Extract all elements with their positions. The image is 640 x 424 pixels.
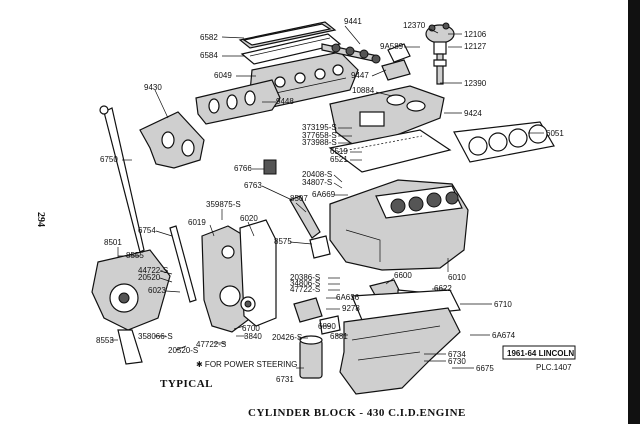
callout-6582: 6582 <box>200 33 218 42</box>
callout-6584: 6584 <box>200 51 218 60</box>
callout-44722-s: 44722-S <box>138 266 168 275</box>
callout-6049: 6049 <box>214 71 232 80</box>
callout-6890: 6890 <box>318 322 336 331</box>
callout-6010: 6010 <box>448 273 466 282</box>
water-pump-part <box>91 249 171 365</box>
model-box-label: 1961-64 LINCOLN <box>507 349 574 358</box>
dipstick-tube-part <box>169 225 197 303</box>
fuel-pump-drive-part <box>381 43 411 81</box>
valve-cover-gasket-part <box>238 21 337 49</box>
breather-cap-part <box>263 159 277 175</box>
callout-6700: 6700 <box>242 324 260 333</box>
callout-8575: 8575 <box>274 237 292 246</box>
page-number: 294 <box>35 212 46 227</box>
timing-cover-part <box>201 225 249 333</box>
callout-377658-s: 377658-S <box>302 131 337 140</box>
callout-20386-s: 20386-S <box>290 273 320 282</box>
callout-8555: 8555 <box>126 251 144 260</box>
callout-8553: 8553 <box>96 336 114 345</box>
callout-6600: 6600 <box>394 271 412 280</box>
callout-6881: 6881 <box>330 332 348 341</box>
callout-6730: 6730 <box>448 357 466 366</box>
callout-12390: 12390 <box>464 79 487 88</box>
scan-edge-shadow <box>628 0 640 424</box>
callout-12106: 12106 <box>464 30 487 39</box>
callout-6a636: 6A636 <box>336 293 360 302</box>
distributor-part <box>425 22 455 85</box>
dipstick-part <box>99 105 145 253</box>
callout-6731: 6731 <box>276 375 294 384</box>
callout-358066-s: 358066-S <box>138 332 173 341</box>
oil-filter-part <box>299 335 323 379</box>
callout-6521: 6521 <box>330 155 348 164</box>
callout-20520-s: 20520-S <box>168 346 198 355</box>
valley-pan-part <box>328 129 452 173</box>
callout-9447: 9447 <box>351 71 369 80</box>
callout-6675: 6675 <box>476 364 494 373</box>
diagram-title: CYLINDER BLOCK - 430 C.I.D.ENGINE <box>248 407 466 419</box>
crankshaft-seal-part <box>240 296 256 312</box>
callout-12370: 12370 <box>403 21 426 30</box>
power-steering-footnote: ✱ FOR POWER STEERING <box>196 360 297 369</box>
typical-caption: TYPICAL <box>160 378 213 390</box>
callout-6750: 6750 <box>100 155 118 164</box>
callout-6a674: 6A674 <box>492 331 516 340</box>
callout-6051: 6051 <box>546 129 564 138</box>
callout-9448: 9448 <box>276 97 294 106</box>
intake-manifold-part <box>329 85 445 145</box>
thermostat-housing-part <box>289 195 331 259</box>
callout-12127: 12127 <box>464 42 487 51</box>
callout-8501: 8501 <box>104 238 122 247</box>
callout-34807-s: 34807-S <box>302 178 332 187</box>
callout-6019: 6019 <box>188 218 206 227</box>
plc-reference: PLC.1407 <box>536 363 572 372</box>
callout-6766: 6766 <box>234 164 252 173</box>
callout-20520: 20520 <box>138 273 161 282</box>
part-callouts: 6582 9441 12370 12106 9A589 12127 6584 6… <box>96 17 564 384</box>
callout-20408-s: 20408-S <box>302 170 332 179</box>
rocker-shaft-part <box>321 43 381 64</box>
callout-10884: 10884 <box>352 86 375 95</box>
callout-9430: 9430 <box>144 83 162 92</box>
callout-6754: 6754 <box>138 226 156 235</box>
callout-359875-s: 359875-S <box>206 200 241 209</box>
callout-9278: 9278 <box>342 304 360 313</box>
callout-6622: 6622 <box>434 284 452 293</box>
callout-6023: 6023 <box>148 286 166 295</box>
oil-pan-part <box>339 307 461 395</box>
callout-6710: 6710 <box>494 300 512 309</box>
callout-6763: 6763 <box>244 181 262 190</box>
callout-47722-s-a: 47722-S <box>290 285 320 294</box>
oil-filter-adapter-part <box>293 297 341 335</box>
model-box: 1961-64 LINCOLN <box>502 345 576 360</box>
callout-6a669: 6A669 <box>312 190 336 199</box>
callout-20426-s: 20426-S <box>272 333 302 342</box>
callout-9a589: 9A589 <box>380 42 404 51</box>
callout-9441: 9441 <box>344 17 362 26</box>
callout-3840: 3840 <box>244 332 262 341</box>
callout-373988-s: 373988-S <box>302 138 337 147</box>
callout-9424: 9424 <box>464 109 482 118</box>
callout-373195-s: 373195-S <box>302 123 337 132</box>
callout-47722-s-b: 47722-S <box>196 340 226 349</box>
valve-cover-part <box>240 33 342 65</box>
leader-lines <box>110 25 544 369</box>
head-gasket-part <box>453 121 555 163</box>
callout-34806-s: 34806-S <box>290 279 320 288</box>
exhaust-manifold-part <box>195 79 281 125</box>
callout-8507: 8507 <box>290 194 308 203</box>
exhaust-manifold-left-part <box>139 111 205 169</box>
callout-6020: 6020 <box>240 214 258 223</box>
callout-6519: 6519 <box>330 147 348 156</box>
callout-6734: 6734 <box>448 350 466 359</box>
cylinder-block-part <box>329 179 469 271</box>
